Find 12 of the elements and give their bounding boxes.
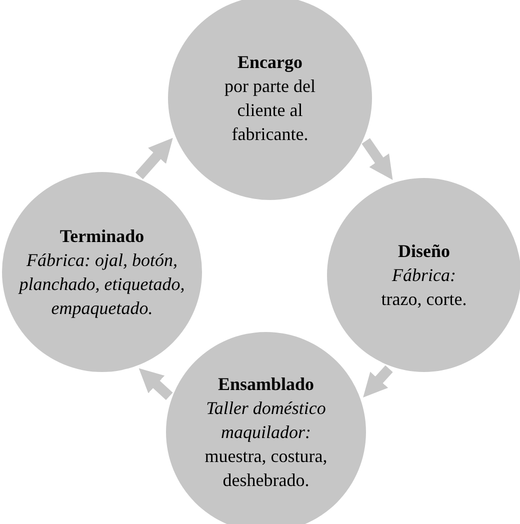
stage-title: Terminado <box>60 225 144 248</box>
stage-description: por parte del cliente al fabricante. <box>224 75 316 146</box>
stage-description: Fábrica: ojal, botón, planchado, etiquetado, empaquetado. <box>17 249 186 320</box>
arrow <box>363 365 393 398</box>
stage-description: Taller doméstico maquilador: muestra, costura, deshebrado. <box>204 397 328 492</box>
arrow <box>138 368 173 400</box>
stage-title: Encargo <box>238 51 302 74</box>
stage-description: Fábrica: trazo, corte. <box>380 264 468 311</box>
arrow <box>362 138 393 180</box>
stage-title: Diseño <box>398 240 450 263</box>
stage-title: Ensamblado <box>218 373 314 396</box>
arrow <box>135 138 173 180</box>
